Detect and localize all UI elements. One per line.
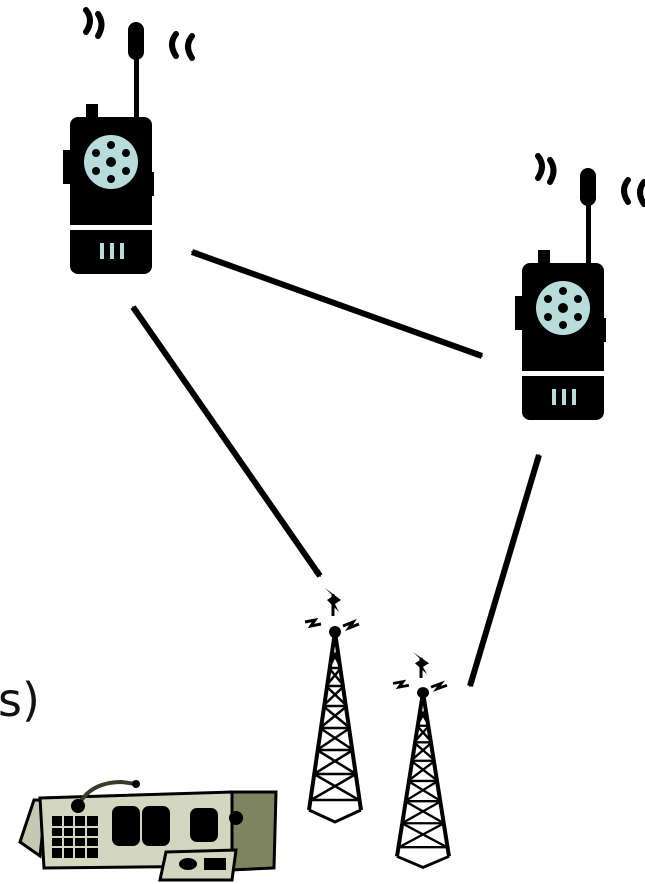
link-radio2-tower2: [467, 453, 542, 688]
handheld-radio-2: [515, 156, 644, 420]
link-radio1-tower1: [130, 305, 323, 578]
link-radio1-radio2: [190, 249, 484, 359]
radio-tower-2: [391, 650, 451, 870]
partial-label: s): [0, 673, 40, 727]
radio-tower-1: [303, 586, 363, 824]
dispatch-console: [18, 779, 278, 882]
handheld-radio-1: [63, 10, 192, 274]
